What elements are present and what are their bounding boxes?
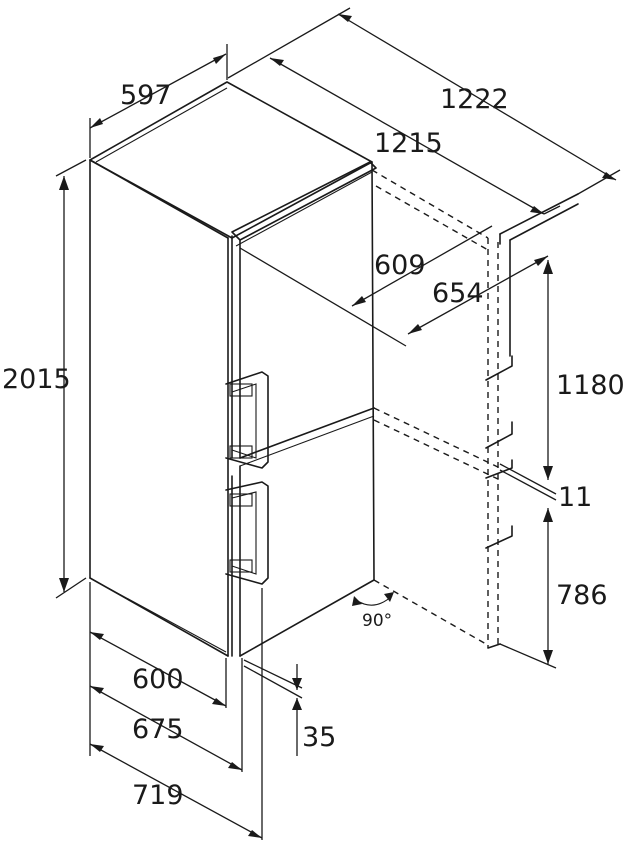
label-786: 786: [556, 580, 608, 611]
label-719: 719: [132, 780, 184, 811]
label-35: 35: [302, 722, 336, 753]
wall-hinge-4: [485, 525, 513, 549]
dim-2015: [55, 159, 87, 599]
wall-hinge-1: [485, 355, 513, 381]
dim-1215: [269, 57, 561, 215]
fridge-right-edge: [371, 161, 375, 581]
upper-handle: [225, 371, 269, 469]
label-11: 11: [558, 482, 592, 513]
door-top-edge: [231, 161, 377, 241]
wall-hinge-3: [485, 459, 513, 479]
dim-597: [89, 44, 228, 158]
lower-door-bottom: [239, 579, 375, 657]
dim-719-line: [89, 743, 263, 839]
label-2015: 2015: [2, 364, 71, 395]
fridge-body: [89, 81, 375, 657]
label-675: 675: [132, 714, 184, 745]
dim-600-line: [89, 631, 227, 707]
dim-bottom-depths: [89, 582, 303, 840]
door-angle-indicator: [352, 592, 394, 606]
label-654: 654: [432, 278, 484, 309]
dim-675-line: [89, 685, 243, 771]
lower-handle: [225, 481, 269, 585]
wall-cabinet-outline: [371, 169, 579, 649]
upper-door-bottom: [239, 407, 375, 459]
label-1215: 1215: [374, 128, 443, 159]
wall-hinge-2: [485, 421, 513, 449]
label-597: 597: [120, 80, 172, 111]
label-1180: 1180: [556, 370, 624, 401]
fridge-doors: [225, 161, 377, 657]
label-1222: 1222: [440, 84, 509, 115]
dim-right-heights: [499, 260, 557, 669]
label-90-degrees: 90°: [362, 611, 392, 631]
dim-1222: [227, 7, 621, 195]
label-609: 609: [374, 250, 426, 281]
label-600: 600: [132, 664, 184, 695]
dim-654: [407, 255, 549, 335]
wall-top-edge: [499, 193, 579, 235]
dim-609: [239, 225, 493, 347]
